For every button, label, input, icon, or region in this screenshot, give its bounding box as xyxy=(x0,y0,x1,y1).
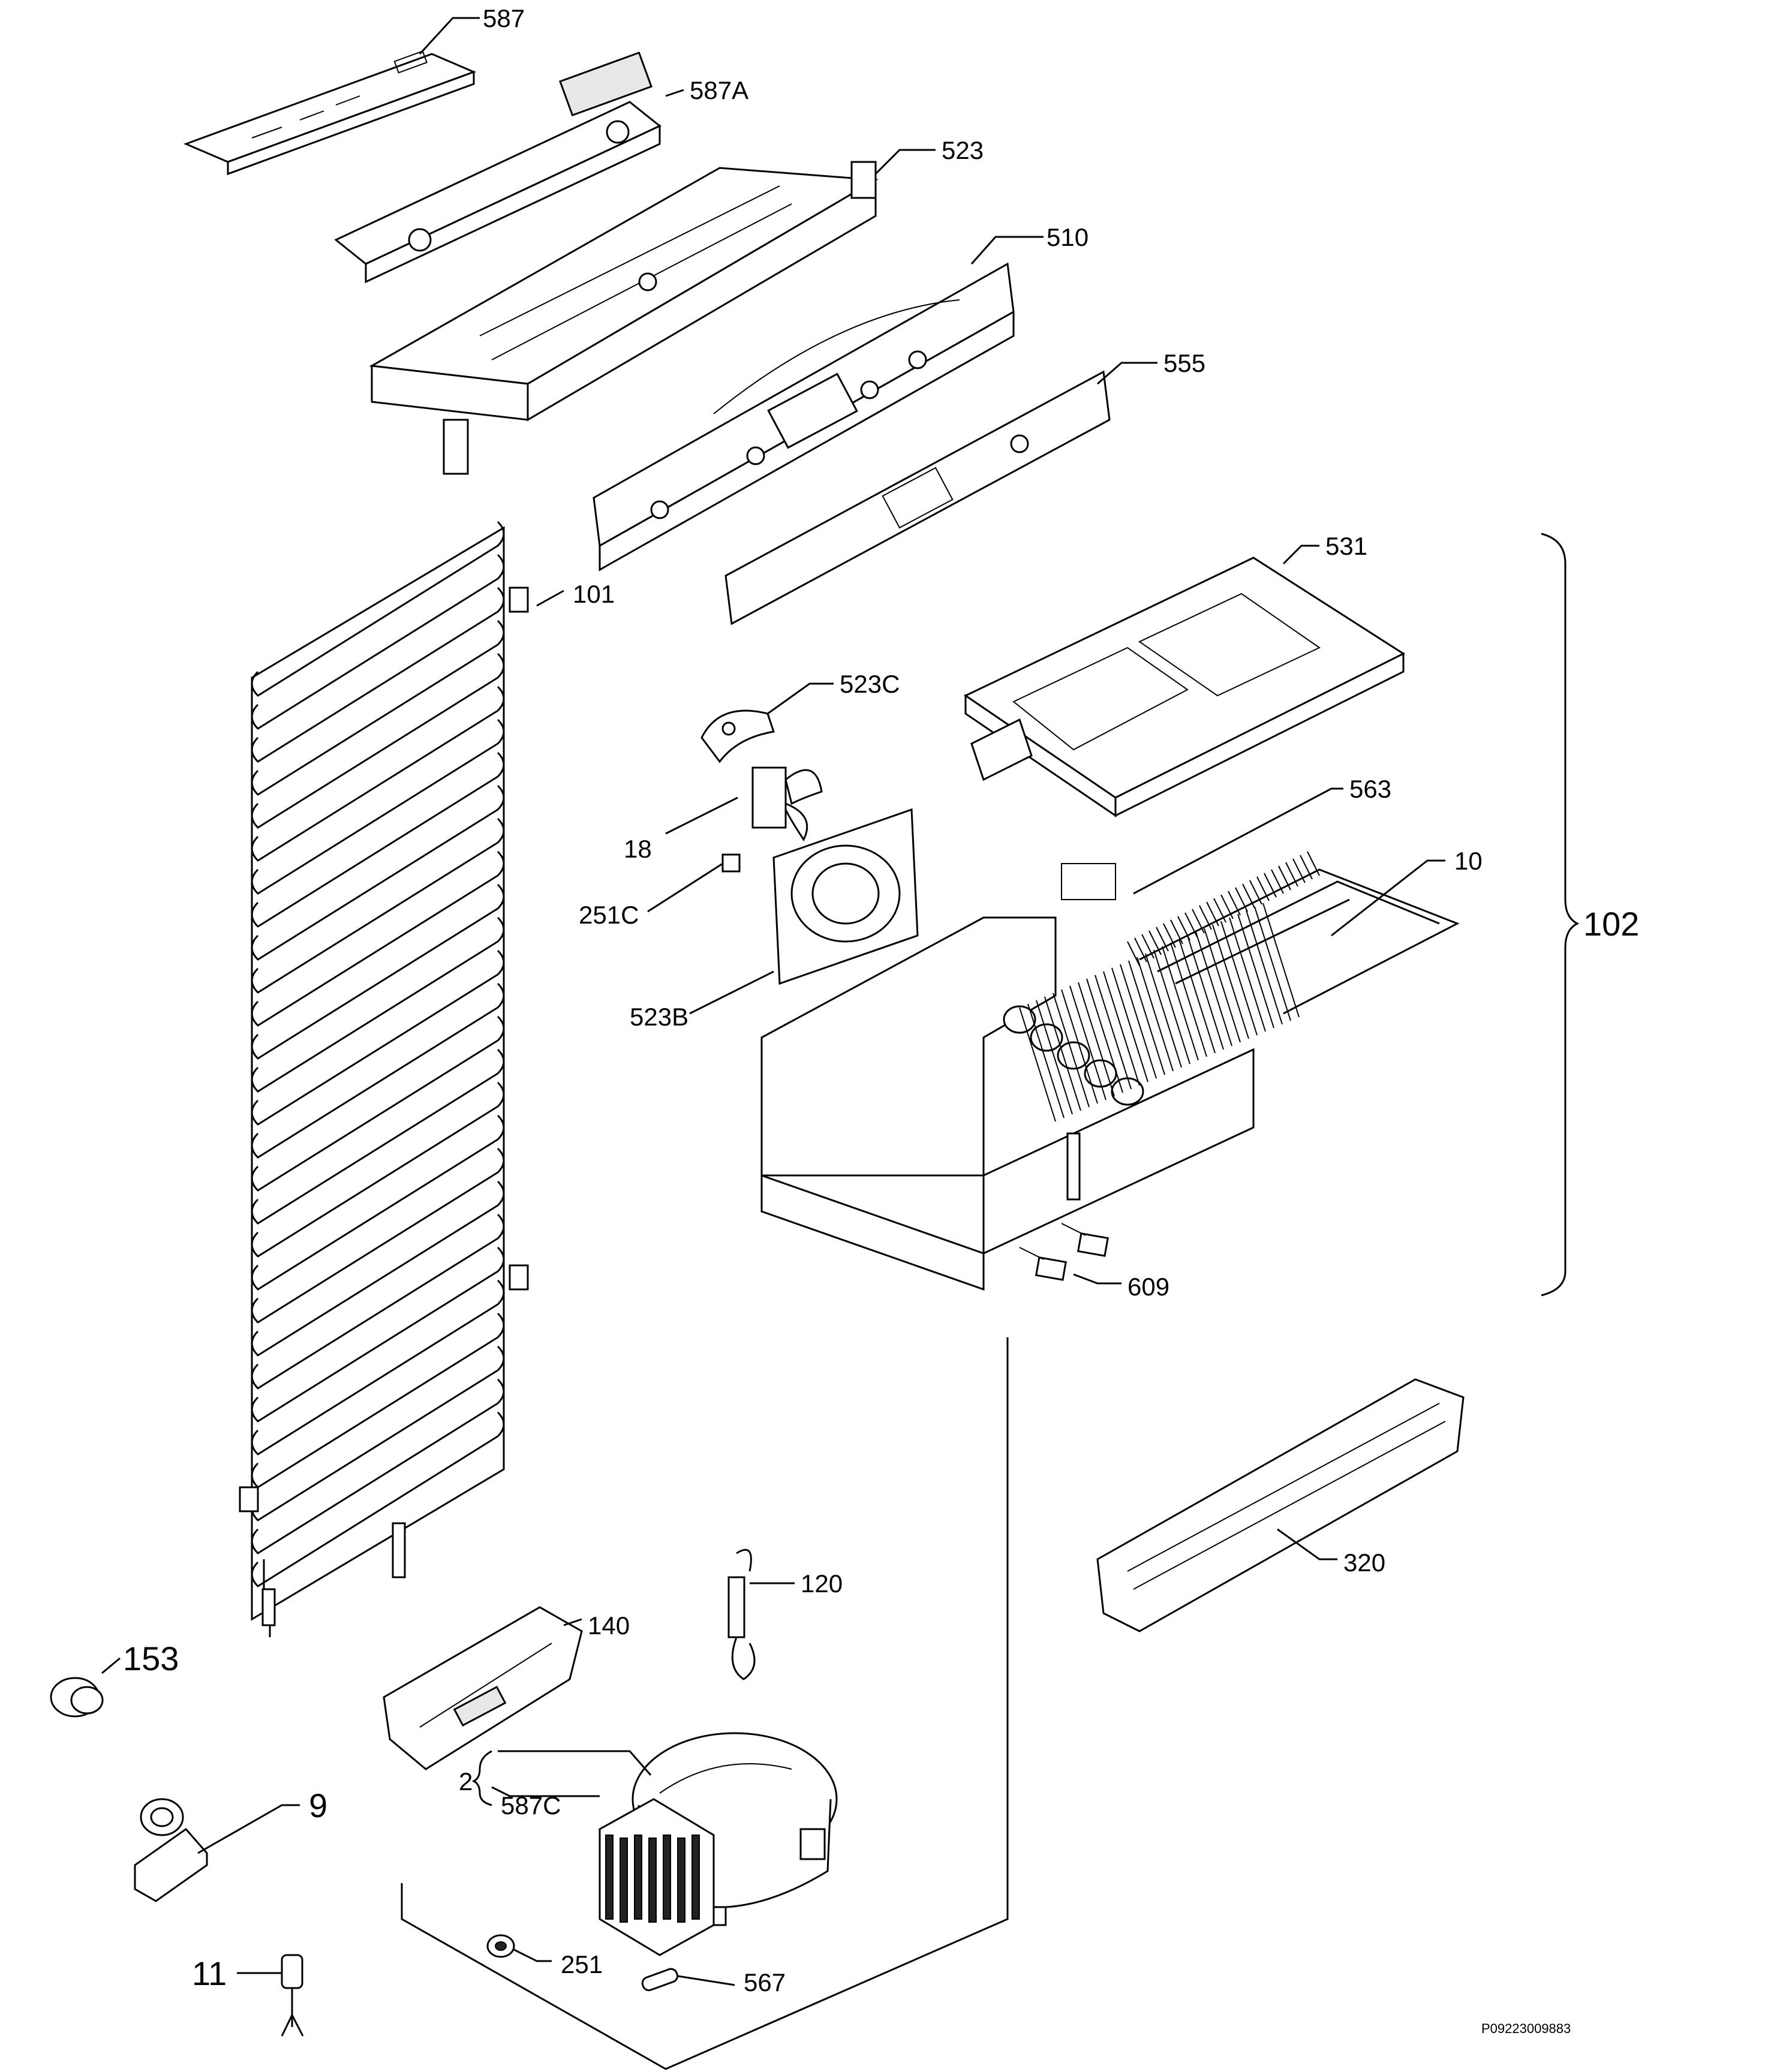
part-587-control-board xyxy=(183,50,477,176)
part-153-bush xyxy=(50,1677,104,1718)
label-2: 2 xyxy=(459,1767,473,1796)
label-320: 320 xyxy=(1343,1548,1385,1577)
label-101: 101 xyxy=(573,580,615,608)
part-510-front-panel xyxy=(593,262,1015,572)
cabinet-outline xyxy=(401,1337,1009,2070)
label-587: 587 xyxy=(483,4,525,32)
label-251: 251 xyxy=(561,1950,603,1978)
part-587a-bracket xyxy=(334,51,662,284)
label-120: 120 xyxy=(801,1569,843,1598)
label-510: 510 xyxy=(1047,223,1089,251)
label-102: 102 xyxy=(1583,905,1639,943)
part-11-foot xyxy=(281,1954,304,2037)
part-251c-grommet xyxy=(721,853,741,873)
label-10: 10 xyxy=(1454,847,1483,875)
leader-lines xyxy=(101,17,1445,1986)
part-523c-fan-cover xyxy=(700,709,775,763)
label-555: 555 xyxy=(1163,349,1205,377)
part-555-decor-strip xyxy=(724,370,1111,625)
label-523b: 523B xyxy=(630,1003,688,1031)
label-567: 567 xyxy=(744,1968,786,1996)
part-120-thermostat-sensor xyxy=(727,1548,756,1680)
part-567-washer xyxy=(641,1968,678,1992)
part-320-door-shelf xyxy=(1096,1378,1465,1632)
part-609-connectors xyxy=(1019,1223,1109,1281)
label-140: 140 xyxy=(588,1611,630,1640)
part-101-condenser xyxy=(239,521,529,1637)
part-251-grommet xyxy=(486,1934,515,1958)
part-523-housing xyxy=(369,161,879,475)
label-531: 531 xyxy=(1325,532,1367,560)
part-18-fan xyxy=(751,766,823,841)
label-609: 609 xyxy=(1127,1273,1169,1301)
part-140-drip-tray xyxy=(383,1606,583,1770)
reference-code: P09223009883 xyxy=(1481,2021,1571,2036)
part-523b-fan-housing xyxy=(772,808,919,985)
part-587c-starter-relay xyxy=(599,1798,715,1956)
label-153: 153 xyxy=(123,1640,179,1677)
part-9-clip xyxy=(134,1798,208,1902)
label-18: 18 xyxy=(624,835,652,863)
label-523c: 523C xyxy=(840,670,900,698)
part-10-evaporator xyxy=(760,851,1460,1291)
part-labels: 587 587A 523 510 555 531 101 523C 18 563… xyxy=(123,4,1639,2036)
label-9: 9 xyxy=(309,1787,327,1824)
label-587a: 587A xyxy=(690,76,748,104)
brace-102 xyxy=(1541,533,1580,1297)
label-11: 11 xyxy=(192,1954,227,1992)
label-251c: 251C xyxy=(579,901,639,929)
label-587c: 587C xyxy=(501,1791,561,1820)
label-563: 563 xyxy=(1349,775,1391,803)
part-531-cover xyxy=(964,557,1406,817)
label-523: 523 xyxy=(942,136,984,164)
